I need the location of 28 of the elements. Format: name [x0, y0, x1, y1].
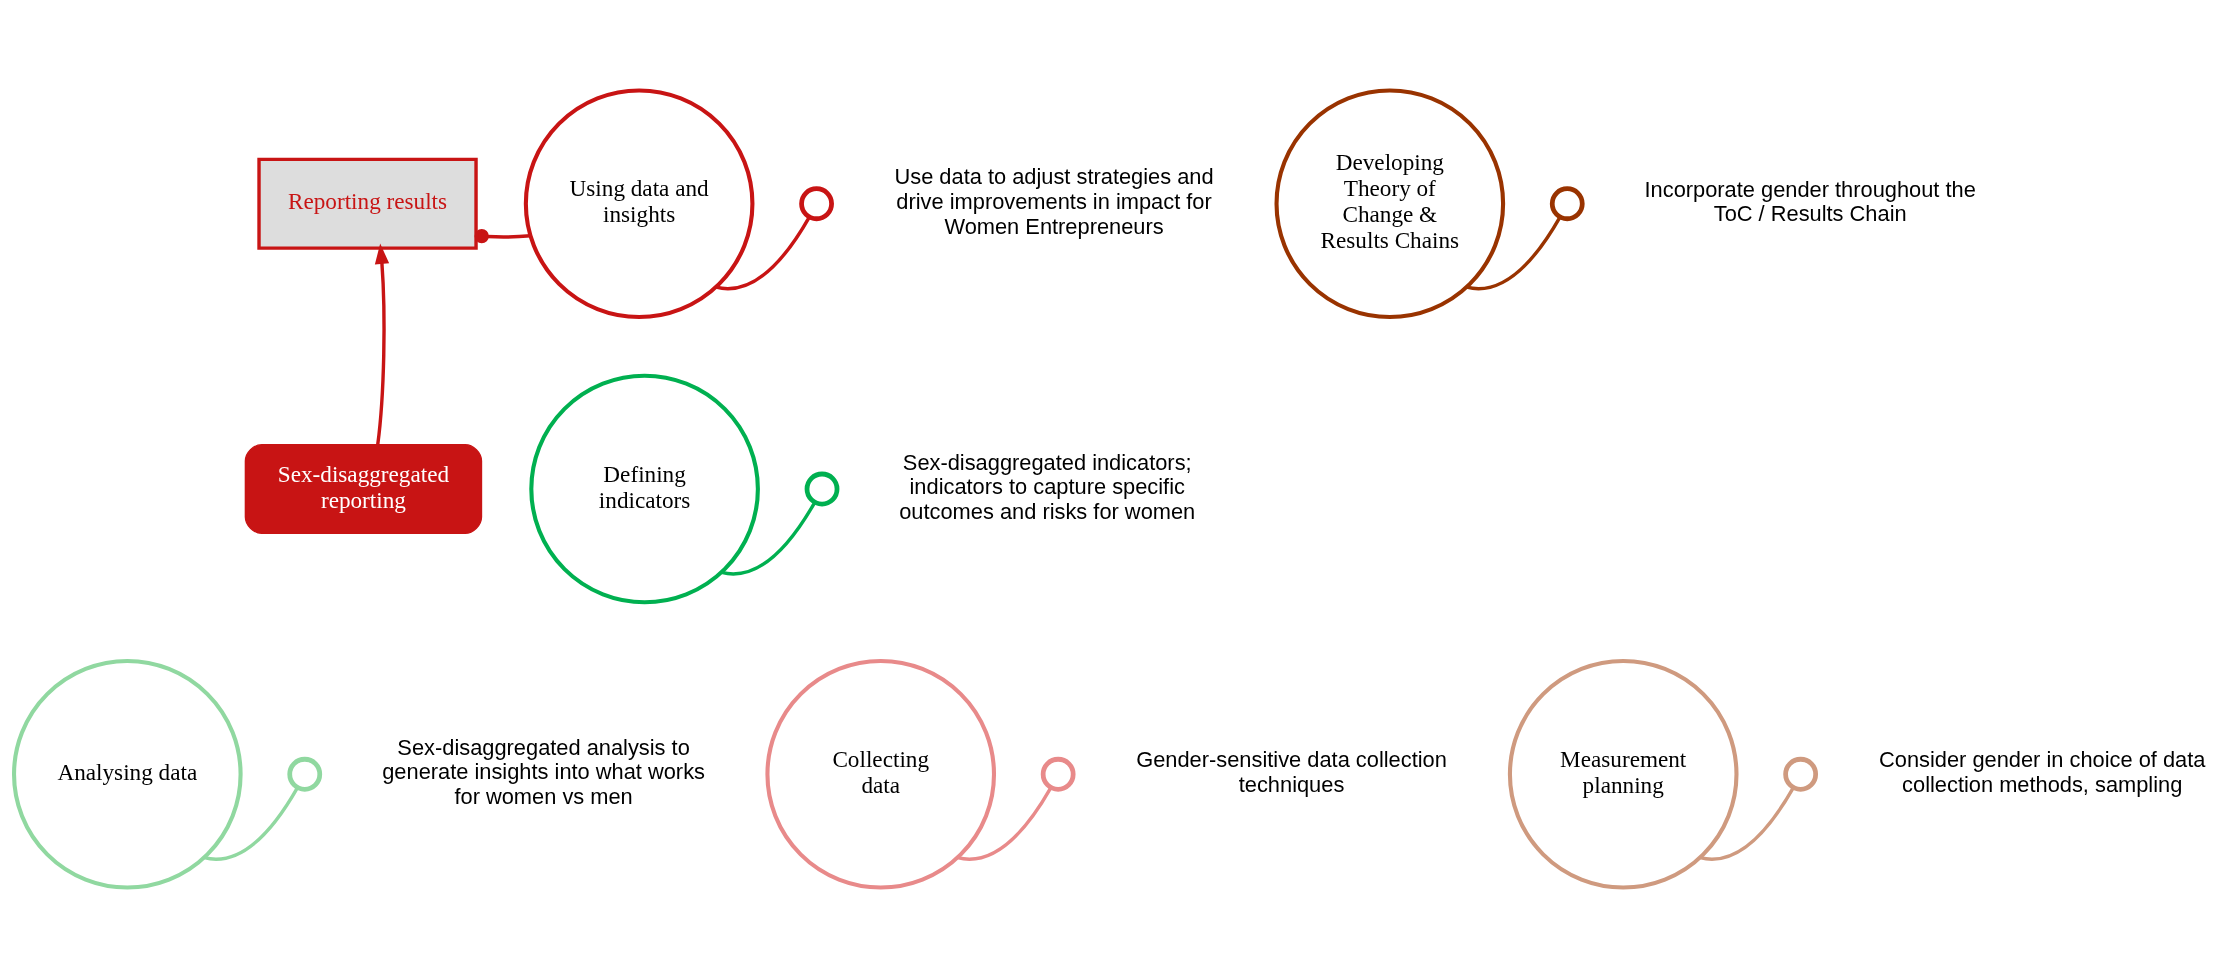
connector — [203, 786, 299, 861]
node-circle: Analysing data — [12, 658, 243, 890]
node-circle — [804, 471, 840, 507]
node-label: Incorporate gender throughout the ToC / Results Chain — [1644, 176, 1976, 227]
node-label: Gender-sensitive data collection techniques — [1136, 747, 1447, 797]
connector — [957, 786, 1053, 861]
node-circle: Collecting data — [765, 658, 997, 890]
node-circle — [1549, 186, 1585, 222]
arrow — [374, 243, 390, 445]
node-label: Consider gender in choice of data collection methods, sampling — [1879, 747, 2206, 797]
node-box: Reporting results — [257, 157, 478, 250]
connector — [721, 501, 817, 576]
node-label: Sex-disaggregated analysis to generate insights into what works for women vs men — [382, 734, 705, 810]
node-box: Sex-disaggregated reporting — [244, 443, 483, 535]
node-label: Sex-disaggregated indicators; indicators to capture specific outcomes and risks for women — [899, 449, 1196, 524]
node-circle — [1783, 756, 1819, 792]
connector — [1466, 216, 1562, 291]
node-circle: Developing Theory of Change & Results Chains — [1274, 88, 1506, 320]
connector — [715, 216, 811, 291]
node-circle — [1040, 756, 1076, 792]
connector — [474, 228, 531, 244]
node-label: Use data to adjust strategies and drive improvements in impact for Women Entrepreneurs — [894, 164, 1214, 239]
node-circle — [799, 186, 834, 222]
node-circle: Using data and insights — [523, 88, 755, 320]
connector — [1699, 786, 1795, 861]
node-circle: Measurement planning — [1507, 658, 1739, 890]
node-circle: Defining indicators — [529, 373, 760, 605]
node-circle — [287, 756, 323, 792]
